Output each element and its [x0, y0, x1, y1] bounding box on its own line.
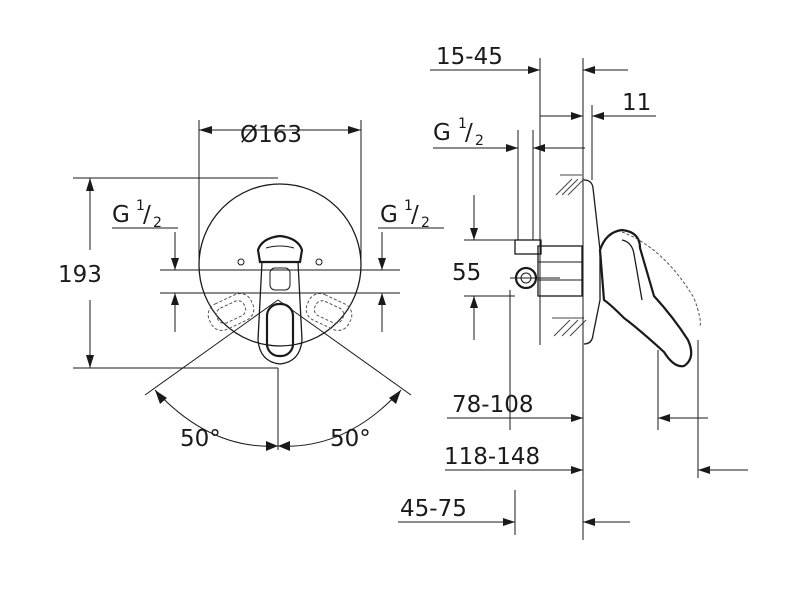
svg-text:2: 2	[153, 215, 162, 231]
angle-label-left: 50°	[180, 426, 221, 452]
svg-text:1: 1	[136, 198, 145, 214]
dim-78-108: 78-108	[452, 392, 533, 418]
front-view: Ø163 193 G 1 / 2 G 1 / 2 50° 50°	[58, 120, 444, 452]
thread-label-left: G 1 / 2	[112, 198, 162, 231]
dim-118-148: 118-148	[444, 444, 540, 470]
dim-45-75: 45-75	[400, 496, 467, 522]
svg-text:/: /	[143, 202, 151, 228]
wall-hatch	[552, 174, 587, 337]
mixer-lever	[237, 234, 323, 365]
svg-text:/: /	[411, 202, 419, 228]
lever-ghost-right	[305, 293, 353, 331]
cover-plate	[198, 183, 362, 347]
svg-text:1: 1	[404, 198, 413, 214]
dim-15-45: 15-45	[436, 44, 503, 70]
diameter-label: Ø163	[240, 122, 302, 148]
height-label: 193	[58, 262, 102, 288]
lever-ghost-left	[207, 293, 255, 331]
valve-body	[510, 239, 583, 297]
svg-text:2: 2	[421, 215, 430, 231]
dim-55: 55	[452, 260, 481, 286]
cover-plate-side	[583, 179, 601, 345]
dim-11: 11	[622, 90, 651, 116]
svg-text:1: 1	[458, 116, 467, 132]
thread-label-right: G 1 / 2	[380, 198, 430, 231]
svg-text:G: G	[433, 120, 451, 146]
thread-label-side: G 1 / 2	[433, 116, 484, 149]
angle-label-right: 50°	[330, 426, 371, 452]
side-view: 15-45 11 G 1 / 2 55 78-108 118-148 45-75	[398, 44, 748, 540]
svg-text:G: G	[112, 202, 130, 228]
svg-text:/: /	[465, 120, 473, 146]
mixer-lever-side	[598, 228, 701, 368]
svg-text:2: 2	[475, 133, 484, 149]
svg-text:G: G	[380, 202, 398, 228]
